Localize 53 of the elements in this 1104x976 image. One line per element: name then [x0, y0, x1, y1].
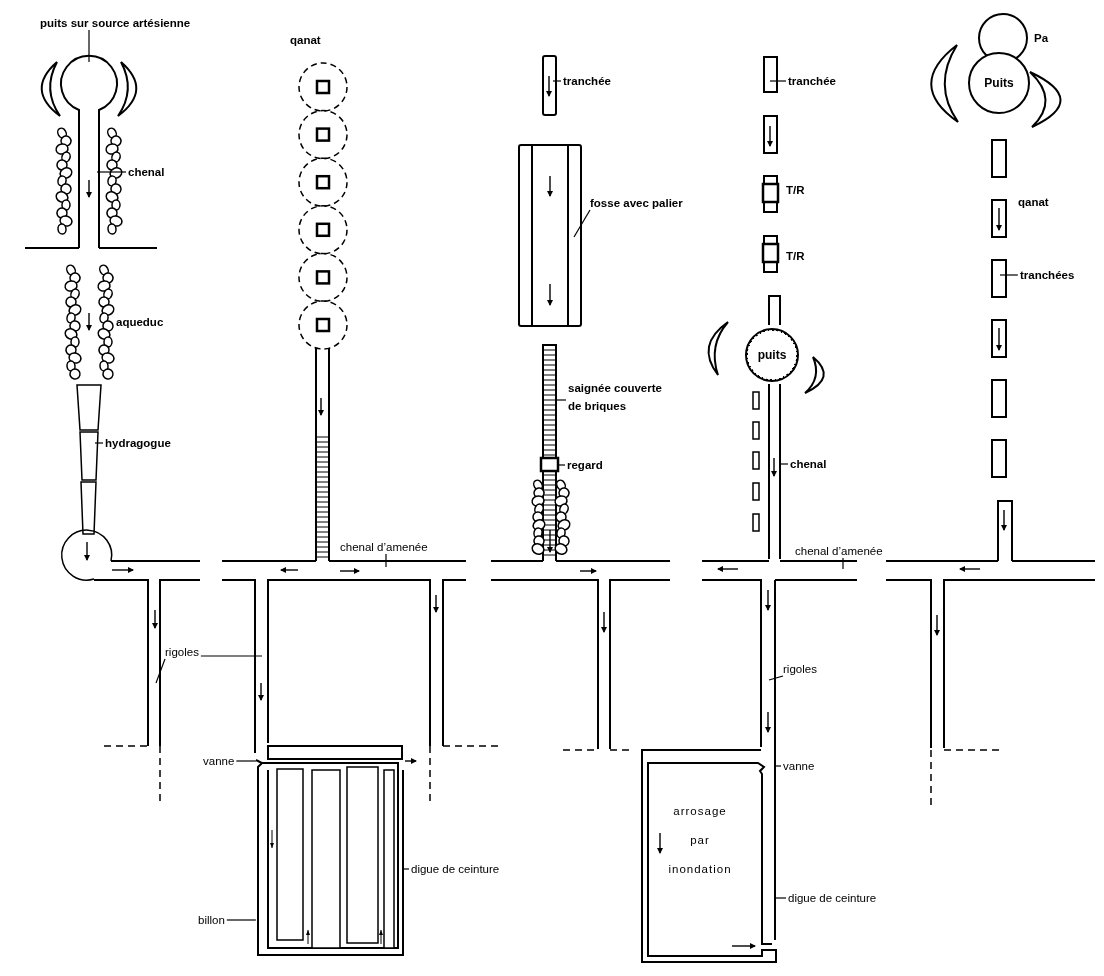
part-label: digue de ceinture — [788, 891, 877, 905]
leader-line — [779, 463, 789, 465]
part-label: qanat — [1018, 195, 1049, 209]
part-label: chenal d’amenée — [340, 540, 428, 554]
part-label: rigoles — [165, 645, 199, 659]
leader-line — [88, 29, 90, 63]
part-label: regard — [567, 458, 603, 472]
leader-line — [402, 868, 410, 870]
part-label: tranchées — [1020, 268, 1075, 282]
well-circle — [745, 328, 799, 382]
flood-field-drawing — [641, 749, 777, 963]
part-label: saignée couverte de briques — [568, 379, 674, 415]
part-label: T/R — [786, 249, 805, 263]
leader-line — [557, 464, 566, 466]
part-label: puits sur source artésienne — [40, 16, 191, 30]
part-label: rigoles — [783, 662, 817, 676]
leader-line — [226, 919, 257, 921]
leader-line — [556, 399, 567, 401]
part-label: hydragogue — [105, 436, 171, 450]
manhole-box — [539, 456, 560, 473]
well-label: puits — [757, 348, 787, 362]
leader-line — [96, 171, 127, 173]
leader-line — [775, 765, 782, 767]
part-label: Pa — [1034, 31, 1049, 45]
leader-line — [573, 209, 591, 238]
part-label: qanat — [290, 33, 321, 47]
part-label: T/R — [786, 183, 805, 197]
leader-line — [768, 675, 784, 681]
leader-line — [94, 442, 104, 444]
leader-line — [155, 658, 166, 684]
part-label: vanne — [783, 759, 815, 773]
part-label: chenal — [790, 457, 827, 471]
part-label: digue de ceinture — [411, 862, 500, 876]
leader-line — [775, 897, 787, 899]
part-label: fosse avec palier — [590, 196, 683, 210]
leader-line — [999, 274, 1019, 276]
part-label: chenal d’amenée — [795, 544, 883, 558]
part-label: aqueduc — [116, 315, 164, 329]
well-label: Puits — [984, 76, 1014, 90]
part-label: tranchée — [788, 74, 836, 88]
leader-line — [842, 557, 844, 570]
part-label: vanne — [203, 754, 235, 768]
leader-line — [235, 760, 257, 762]
part-label: tranchée — [563, 74, 611, 88]
leader-line — [552, 80, 562, 82]
part-label: arrosage par inondation — [667, 804, 733, 877]
part-label: billon — [198, 913, 225, 927]
channel-drawing — [768, 383, 781, 560]
leader-line — [385, 553, 387, 568]
part-label: chenal — [128, 165, 165, 179]
ridge-field-drawing — [255, 745, 404, 956]
leader-line — [769, 80, 787, 82]
leader-line — [200, 655, 263, 657]
